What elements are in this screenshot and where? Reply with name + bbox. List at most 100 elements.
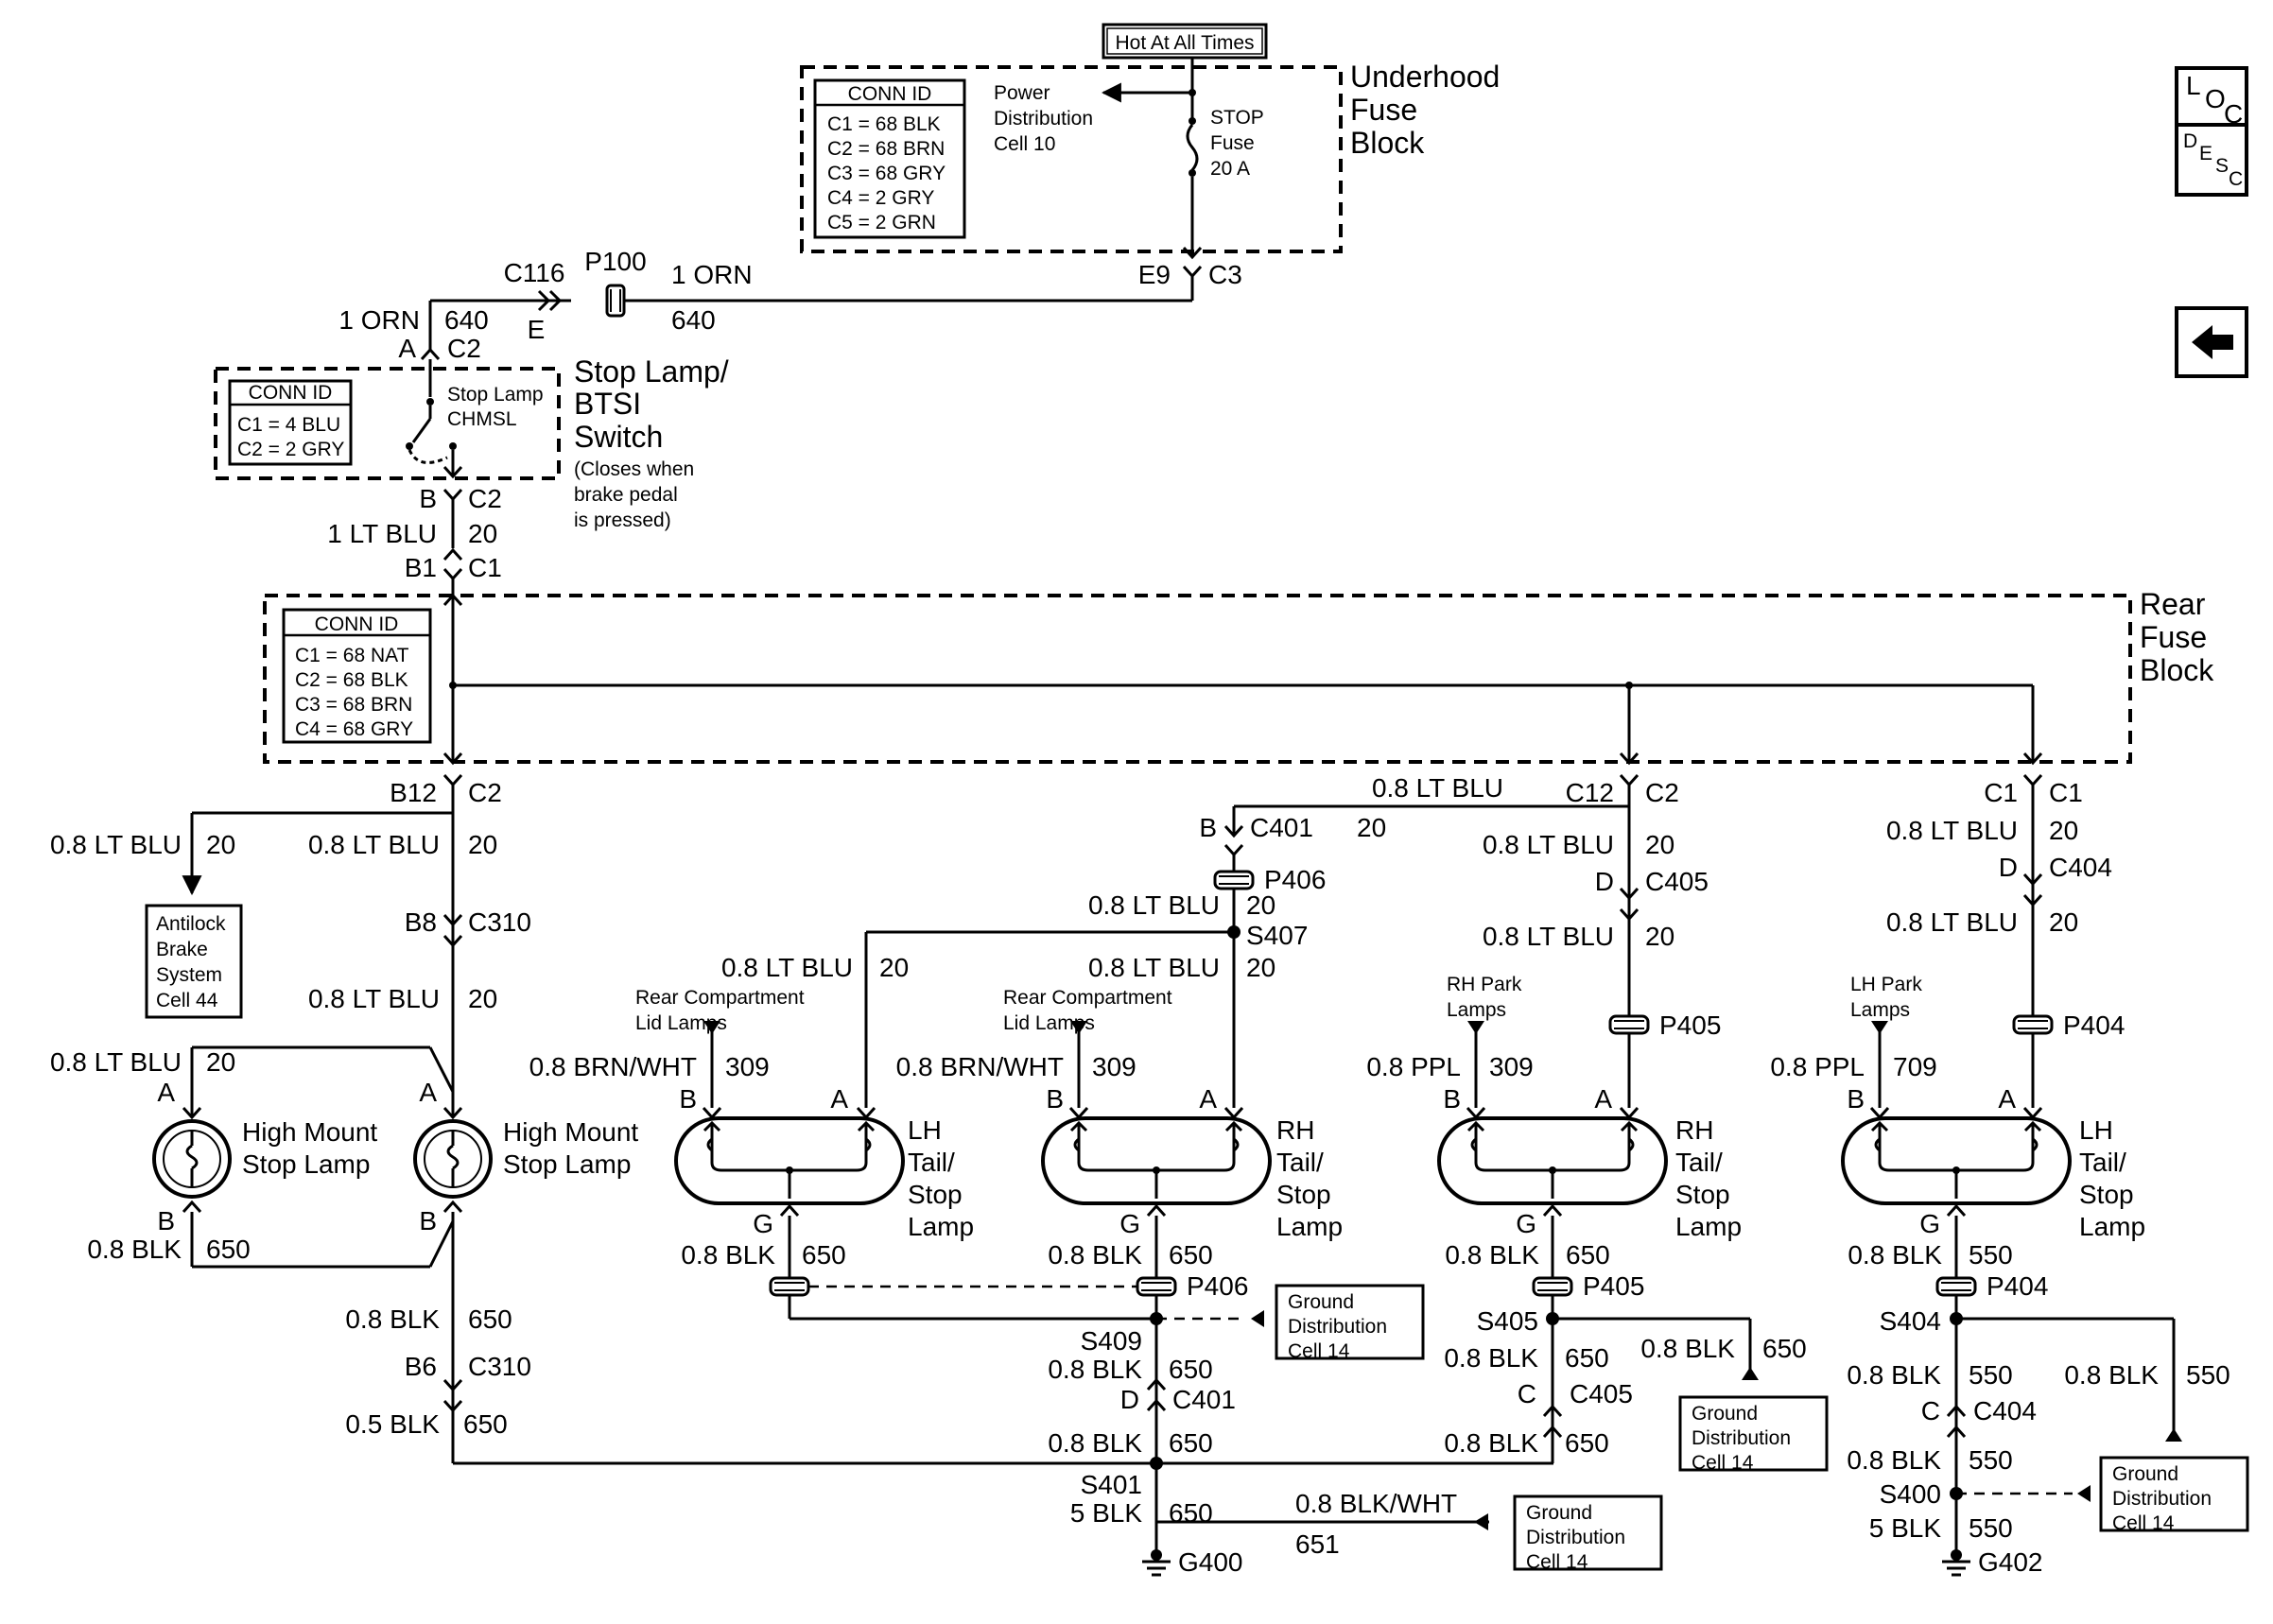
svg-text:0.8 BRN/WHT: 0.8 BRN/WHT (529, 1052, 697, 1081)
svg-text:Underhood: Underhood (1350, 60, 1500, 94)
p405-label: P405 (1659, 1011, 1721, 1040)
connector-c1-switch: C1 (468, 553, 502, 582)
svg-text:C1 = 4 BLU: C1 = 4 BLU (237, 414, 340, 436)
svg-text:C1 = 68 NAT: C1 = 68 NAT (295, 645, 409, 666)
connector-c405-ground: C405 (1570, 1379, 1633, 1408)
svg-text:550: 550 (1969, 1240, 2013, 1270)
svg-text:High Mount: High Mount (242, 1117, 377, 1147)
svg-text:Stop: Stop (1675, 1180, 1730, 1209)
c405-wire-label: 0.8 LT BLU (1483, 830, 1614, 859)
c404-ground-pin-c: C (1921, 1396, 1940, 1425)
svg-text:A: A (1199, 1084, 1217, 1114)
splice-s407: S407 (1246, 921, 1308, 950)
svg-text:Ground: Ground (2112, 1463, 2178, 1485)
svg-text:Block: Block (2140, 653, 2214, 687)
hm1-pin-a: A (157, 1078, 175, 1107)
svg-text:Ground: Ground (1526, 1502, 1592, 1524)
ground-dist-link-4[interactable]: Ground Distribution Cell 14 (2099, 1456, 2249, 1534)
back-button[interactable] (2175, 306, 2248, 378)
ground-dist-link-1[interactable]: Ground Distribution Cell 14 (1275, 1284, 1425, 1362)
left-feed-wiring (182, 773, 463, 1023)
s401-circuit-label: 650 (1169, 1428, 1213, 1458)
hot-label: Hot At All Times (1115, 32, 1254, 54)
switch-name-label: Stop Lamp/ BTSI Switch (574, 354, 729, 454)
svg-text:Lamp: Lamp (1675, 1212, 1742, 1241)
pin-b6: B6 (405, 1352, 437, 1381)
underhood-fuse-block-outline (800, 65, 1343, 253)
svg-text:Switch: Switch (574, 420, 663, 454)
rear-fuse-block-label: Rear Fuse Block (2140, 587, 2214, 687)
svg-text:P100: P100 (584, 247, 646, 276)
hm2-name-label: High Mount Stop Lamp (503, 1117, 638, 1179)
p404-label: P404 (2063, 1011, 2125, 1040)
svg-text:Tail/: Tail/ (1675, 1148, 1723, 1177)
circuit-640-right: 640 (671, 305, 716, 335)
svg-text:D: D (2183, 130, 2197, 152)
svg-text:LH: LH (908, 1115, 942, 1145)
s405-circuit-label: 650 (1565, 1343, 1609, 1373)
hm1-name-label: High Mount Stop Lamp (242, 1117, 377, 1179)
switch-conn-id-box: CONN ID C1 = 4 BLU C2 = 2 GRY (228, 379, 353, 466)
g402-circuit-label: 550 (1969, 1513, 2013, 1543)
ground-dist-link-2[interactable]: Ground Distribution Cell 14 (1513, 1494, 1663, 1573)
desc-button[interactable]: D E S C (2175, 123, 2248, 197)
svg-text:Distribution: Distribution (1288, 1316, 1387, 1338)
p406-feed-splice (864, 855, 1255, 1108)
svg-text:Cell 14: Cell 14 (1692, 1452, 1754, 1474)
left-gnd-circuit-label: 650 (468, 1304, 512, 1334)
s400-wire-label: 0.8 BLK (1847, 1445, 1941, 1475)
power-distribution-label: Power Distribution Cell 10 (994, 82, 1093, 155)
lamp-rh-tail-stop-2 (1437, 1021, 1668, 1286)
left-arrow-icon (2192, 325, 2233, 359)
svg-text:650: 650 (1169, 1240, 1213, 1270)
c404-circuit-label: 20 (2049, 816, 2078, 845)
svg-text:Lid Lamps: Lid Lamps (635, 1012, 727, 1034)
splice-s405: S405 (1477, 1306, 1538, 1336)
svg-text:20: 20 (1246, 953, 1275, 982)
svg-text:brake pedal: brake pedal (574, 484, 678, 506)
svg-text:Stop Lamp: Stop Lamp (242, 1149, 370, 1179)
svg-text:Stop: Stop (2079, 1180, 2134, 1209)
g400-wire-label: 5 BLK (1070, 1498, 1143, 1528)
svg-text:RH: RH (1276, 1115, 1314, 1145)
fuse-icon (1186, 124, 1199, 171)
s409-wire-label: 0.8 BLK (1048, 1355, 1142, 1384)
ground-dist-link-3[interactable]: Ground Distribution Cell 14 (1678, 1395, 1829, 1474)
abs-link-box[interactable]: Antilock Brake System Cell 44 (145, 904, 243, 1019)
svg-text:CONN ID: CONN ID (315, 613, 399, 635)
g402-wire-label: 5 BLK (1869, 1513, 1942, 1543)
svg-text:C2 = 2 GRY: C2 = 2 GRY (237, 439, 344, 460)
connector-c404-ground: C404 (1973, 1396, 2037, 1425)
hm2-pin-a: A (419, 1078, 437, 1107)
svg-text:Cell 14: Cell 14 (2112, 1512, 2175, 1534)
rear-fuse-bus (442, 596, 2043, 766)
arrow-down-icon (1871, 1021, 1888, 1034)
p405-ground-wiring (1156, 1276, 1759, 1465)
c405-circuit2-label: 20 (1645, 922, 1674, 951)
c405-ground-wire-label: 0.8 BLK (1444, 1428, 1538, 1458)
svg-text:Lamp: Lamp (2079, 1212, 2145, 1241)
svg-text:is pressed): is pressed) (574, 510, 671, 531)
g400-circuit-label: 650 (1169, 1498, 1213, 1528)
svg-text:(Closes when: (Closes when (574, 458, 694, 480)
switch-note-label: (Closes when brake pedal is pressed) (574, 458, 694, 531)
rear-c2-wiring (1223, 773, 1640, 1021)
svg-text:0.8 BLK: 0.8 BLK (1445, 1240, 1539, 1270)
c405-ground-circuit-label: 650 (1565, 1428, 1609, 1458)
connector-c2-left: C2 (468, 778, 502, 807)
svg-text:Lamps: Lamps (1850, 999, 1910, 1021)
splice-s404: S404 (1880, 1306, 1941, 1336)
c116-pin-e: E (528, 315, 546, 344)
svg-text:Stop: Stop (908, 1180, 963, 1209)
arrow-down-icon (703, 1021, 720, 1034)
svg-text:C2 = 68 BLK: C2 = 68 BLK (295, 669, 408, 691)
pin-b1: B1 (405, 553, 437, 582)
p405-splice (1608, 1014, 1650, 1108)
svg-text:C4 = 68 GRY: C4 = 68 GRY (295, 718, 413, 740)
svg-text:C: C (2224, 99, 2243, 129)
left-main-wire-label: 0.8 LT BLU (308, 830, 440, 859)
pin-a: A (398, 334, 416, 363)
svg-text:C1 = 68 BLK: C1 = 68 BLK (827, 113, 941, 135)
lamp-filament-icon (446, 1144, 460, 1170)
svg-text:Distribution: Distribution (994, 108, 1093, 130)
